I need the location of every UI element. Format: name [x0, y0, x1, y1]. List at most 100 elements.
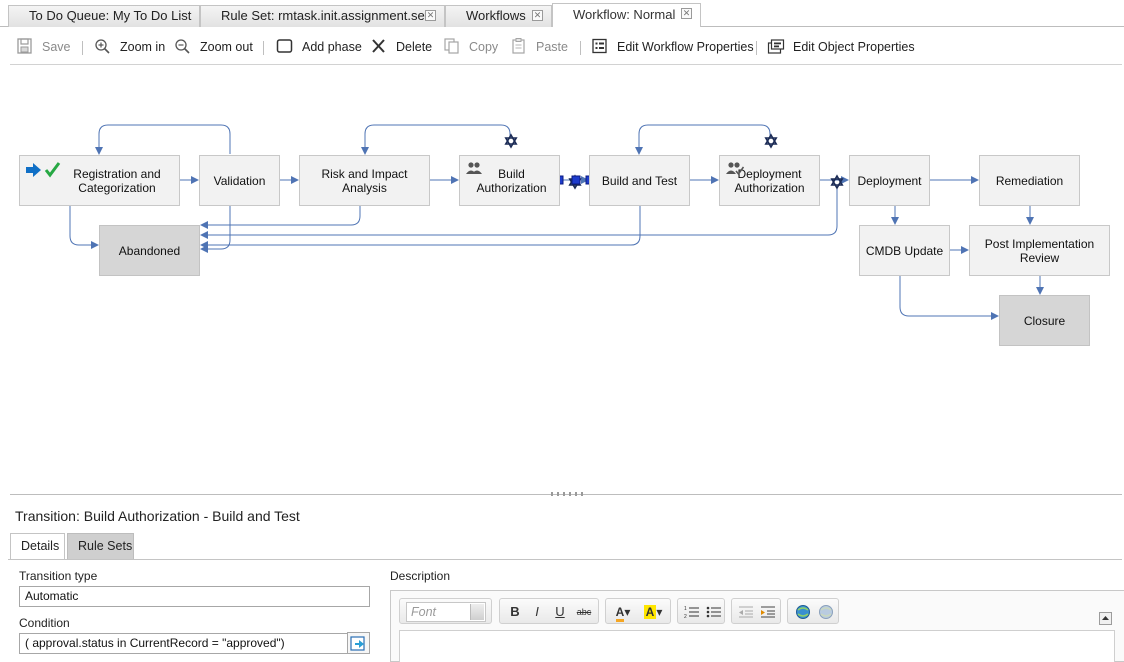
- underline-icon[interactable]: U: [555, 604, 565, 619]
- condition-label: Condition: [19, 616, 70, 630]
- phase-risk-impact[interactable]: Risk and Impact Analysis: [299, 155, 430, 206]
- tab-label: Workflow: Normal: [573, 7, 676, 22]
- bold-icon[interactable]: B: [510, 604, 520, 619]
- zoom-in-icon: [95, 39, 110, 54]
- edit-workflow-properties-button[interactable]: Edit Workflow Properties: [591, 37, 754, 57]
- edit-object-properties-button[interactable]: Edit Object Properties: [767, 37, 915, 57]
- toolbar: Save Zoom in Zoom out Add phase Delete C…: [0, 33, 1124, 61]
- paste-icon: [512, 38, 525, 54]
- tab-todo-queue[interactable]: To Do Queue: My To Do List: [8, 5, 200, 27]
- approval-group-icon: [466, 162, 482, 174]
- selection-handle: [571, 175, 581, 185]
- approval-group-icon: [726, 162, 744, 176]
- copy-button[interactable]: Copy: [443, 37, 498, 57]
- delete-icon: [372, 39, 385, 53]
- start-arrow-icon: [26, 162, 61, 178]
- phase-registration[interactable]: Registration and Categorization: [19, 155, 180, 206]
- highlight-color-icon[interactable]: A▾: [643, 605, 663, 619]
- delete-button[interactable]: Delete: [370, 37, 432, 57]
- phase-label: Risk and Impact Analysis: [321, 166, 408, 195]
- svg-text:1: 1: [684, 606, 687, 612]
- tab-details[interactable]: Details: [10, 533, 65, 560]
- toolbar-divider: [10, 64, 1122, 65]
- font-select[interactable]: Font: [406, 602, 486, 622]
- phase-label: Post Implementation Review: [984, 236, 1095, 265]
- tab-workflow-normal[interactable]: Workflow: Normal ✕: [552, 3, 701, 27]
- transition-lines: [69, 124, 1044, 320]
- transition-line: [200, 206, 641, 249]
- save-button[interactable]: Save: [16, 37, 71, 57]
- link-group: [787, 598, 839, 624]
- phase-label: Abandoned: [118, 243, 181, 258]
- delete-label: Delete: [396, 40, 433, 54]
- link-icon[interactable]: [794, 603, 812, 621]
- transition-line: [200, 187, 838, 239]
- add-phase-button[interactable]: Add phase: [276, 37, 362, 57]
- toolbar-separator: [263, 41, 264, 55]
- save-icon: [17, 38, 32, 54]
- phase-label: Deployment Authorization: [734, 166, 805, 195]
- panel-tab-divider: [8, 559, 1122, 560]
- tab-label: To Do Queue: My To Do List: [29, 8, 192, 23]
- tab-rule-set[interactable]: Rule Set: rmtask.init.assignment.set ✕: [200, 5, 445, 27]
- copy-label: Copy: [469, 40, 499, 54]
- condition-field[interactable]: ( approval.status in CurrentRecord = "ap…: [19, 633, 348, 654]
- phase-post-implementation-review[interactable]: Post Implementation Review: [969, 225, 1110, 276]
- gear-icon: [504, 133, 518, 149]
- copy-icon: [444, 38, 459, 54]
- numbered-list-icon[interactable]: 12: [684, 603, 700, 621]
- transition-type-field[interactable]: Automatic: [19, 586, 370, 607]
- zoom-out-label: Zoom out: [200, 40, 253, 54]
- strikethrough-icon[interactable]: abc: [576, 607, 592, 617]
- italic-icon[interactable]: I: [535, 604, 539, 619]
- color-group: A▾ A▾: [605, 598, 671, 624]
- phase-deployment[interactable]: Deployment: [849, 155, 930, 206]
- phase-remediation[interactable]: Remediation: [979, 155, 1080, 206]
- edit-object-properties-label: Edit Object Properties: [793, 40, 915, 54]
- indent-icon[interactable]: [760, 603, 776, 621]
- paste-button[interactable]: Paste: [510, 37, 568, 57]
- splitter-grip[interactable]: [551, 492, 587, 496]
- phase-deployment-authorization[interactable]: Deployment Authorization: [719, 155, 820, 206]
- phase-build-test[interactable]: Build and Test: [589, 155, 690, 206]
- description-text-area[interactable]: [399, 630, 1115, 662]
- phase-validation[interactable]: Validation: [199, 155, 280, 206]
- phase-build-authorization[interactable]: Build Authorization: [459, 155, 560, 206]
- outdent-icon[interactable]: [738, 603, 754, 621]
- gear-icon: [764, 133, 778, 149]
- close-icon[interactable]: ✕: [532, 10, 543, 21]
- phase-label: CMDB Update: [865, 243, 944, 258]
- phase-closure[interactable]: Closure: [999, 295, 1090, 346]
- transition-type-label: Transition type: [19, 569, 98, 583]
- properties-icon: [592, 38, 607, 54]
- zoom-in-label: Zoom in: [120, 40, 166, 54]
- gear-icon: [830, 174, 844, 190]
- condition-editor-button[interactable]: [347, 632, 370, 654]
- phase-label: Deployment: [857, 173, 922, 188]
- add-phase-icon: [276, 39, 293, 53]
- zoom-in-button[interactable]: Zoom in: [94, 37, 165, 57]
- font-group: Font: [399, 598, 492, 624]
- tab-bar: To Do Queue: My To Do List Rule Set: rmt…: [0, 0, 1124, 28]
- close-icon[interactable]: ✕: [425, 10, 436, 21]
- chevron-up-icon[interactable]: [1099, 612, 1112, 625]
- bullet-list-icon[interactable]: [706, 603, 722, 621]
- phase-cmdb-update[interactable]: CMDB Update: [859, 225, 950, 276]
- font-placeholder: Font: [411, 605, 437, 619]
- phase-abandoned[interactable]: Abandoned: [99, 225, 200, 276]
- close-icon[interactable]: ✕: [681, 8, 692, 19]
- workflow-canvas[interactable]: Registration and Categorization Validati…: [0, 66, 1124, 494]
- toolbar-separator: [82, 41, 83, 55]
- phase-label: Registration and Categorization: [73, 166, 161, 195]
- tab-label: Rule Set: rmtask.init.assignment.set: [221, 8, 429, 23]
- phase-label: Closure: [1023, 313, 1066, 328]
- zoom-out-button[interactable]: Zoom out: [174, 37, 253, 57]
- edit-condition-icon: [350, 636, 365, 651]
- tab-rule-sets[interactable]: Rule Sets: [67, 533, 134, 559]
- tab-workflows[interactable]: Workflows ✕: [445, 5, 552, 27]
- unlink-icon[interactable]: [817, 603, 835, 621]
- text-color-icon[interactable]: A▾: [611, 603, 635, 622]
- tab-label: Workflows: [466, 8, 526, 23]
